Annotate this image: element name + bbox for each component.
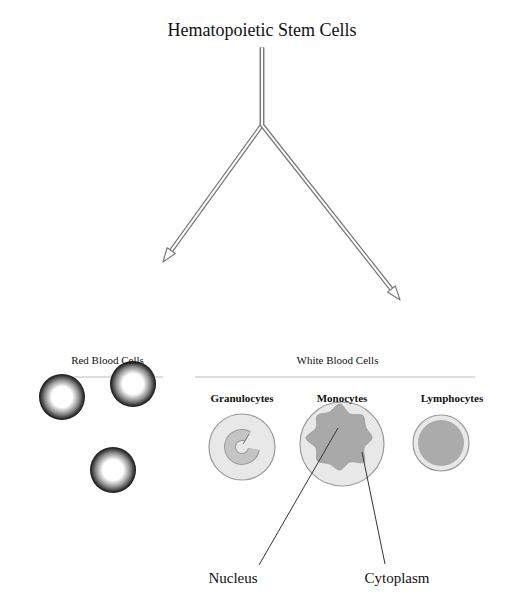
red-blood-cell [90, 447, 136, 493]
heading-text: Hematopoietic Stem Cells [168, 20, 357, 42]
arrow-head [387, 286, 400, 300]
red-blood-cell [110, 361, 156, 407]
cytoplasm [209, 414, 275, 480]
cell-type: Lymphocytes [410, 388, 494, 474]
nucleus [418, 420, 464, 466]
cell-outline [197, 411, 287, 483]
cell-group: Red Blood Cells [45, 262, 170, 368]
arrow-head [163, 248, 175, 262]
stem-cell-heading: Hematopoietic Stem Cells [164, 20, 361, 42]
cell-outline [292, 399, 392, 489]
nucleus [228, 433, 256, 461]
arrow-shaft [171, 48, 262, 251]
red-blood-cell [39, 374, 85, 420]
cell-type: Granulocytes [197, 388, 287, 483]
node-label: Granulocytes [211, 392, 274, 405]
node-label: Monocytes [317, 392, 368, 405]
nucleus [228, 433, 256, 461]
cytoplasm [413, 415, 469, 471]
arrow-shaft-inner [171, 48, 262, 251]
cytoplasm [300, 402, 384, 486]
branch-arrow [163, 48, 262, 262]
arrow-shaft-inner [262, 48, 391, 289]
nucleus-detail [243, 434, 249, 444]
cell-group: White Blood CellsGranulocytes Monocytes Ly… [190, 300, 485, 500]
part-label: Cytoplasm [364, 569, 429, 587]
node-label: Lymphocytes [421, 392, 483, 405]
node-label: White Blood Cells [297, 354, 379, 367]
cell-type: Monocytes [292, 388, 392, 489]
nucleus [306, 404, 372, 470]
cell-outline [410, 412, 494, 474]
part-label: Nucleus [208, 569, 257, 587]
underline [195, 377, 475, 378]
arrow-shaft [262, 48, 391, 289]
node-label: Red Blood Cells [71, 354, 144, 367]
branch-arrow [262, 48, 400, 300]
